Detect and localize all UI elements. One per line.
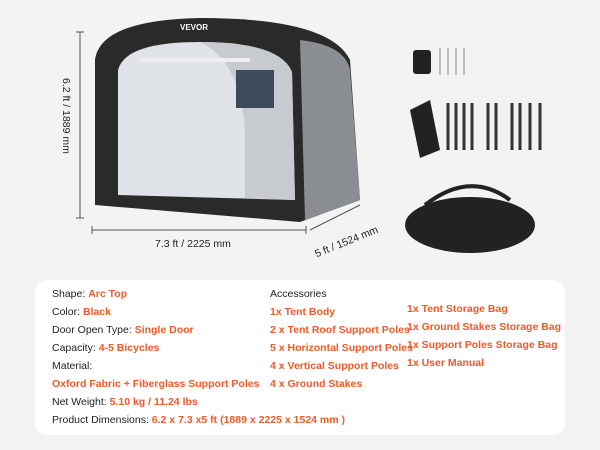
spec-value: Single Door bbox=[134, 324, 194, 336]
spec-item: Net Weight: 5.10 kg / 11.24 lbs bbox=[52, 396, 198, 408]
spec-label: Shape: bbox=[52, 288, 89, 300]
spec-value: Arc Top bbox=[88, 288, 128, 300]
accessory-item: 1x Support Poles Storage Bag bbox=[407, 339, 558, 351]
spec-label: Net Weight: bbox=[52, 396, 110, 408]
spec-label: Capacity: bbox=[52, 342, 99, 354]
spec-value: Oxford Fabric + Fiberglass Support Poles bbox=[52, 378, 260, 390]
spec-value: 5.10 kg / 11.24 lbs bbox=[109, 396, 198, 408]
spec-item: Capacity: 4-5 Bicycles bbox=[52, 342, 159, 354]
spec-item: Product Dimensions: 6.2 x 7.3 x5 ft (188… bbox=[52, 414, 345, 426]
accessory-item: 4 x Ground Stakes bbox=[270, 378, 363, 390]
spec-item: Material: bbox=[52, 360, 92, 372]
width-dimension: 7.3 ft / 2225 mm bbox=[155, 238, 231, 250]
height-dimension: 6.2 ft / 1889 mm bbox=[60, 78, 72, 154]
brand-logo: VEVOR bbox=[180, 23, 208, 32]
accessory-item: 2 x Tent Roof Support Poles bbox=[270, 324, 410, 336]
dimension-lines bbox=[76, 31, 361, 234]
accessory-item: 1x Ground Stakes Storage Bag bbox=[407, 321, 562, 333]
accessory-item: 1x User Manual bbox=[407, 357, 485, 369]
accessory-item: 1x Tent Body bbox=[270, 306, 336, 318]
spec-value: 4-5 Bicycles bbox=[98, 342, 160, 354]
spec-item: Shape: Arc Top bbox=[52, 288, 127, 300]
spec-label: Color: bbox=[52, 306, 83, 318]
product-illustration: VEVOR bbox=[76, 18, 542, 253]
accessories-image bbox=[405, 48, 542, 253]
tent-image: VEVOR bbox=[95, 18, 360, 222]
accessory-item: 4 x Vertical Support Poles bbox=[270, 360, 399, 372]
accessory-item: 1x Tent Storage Bag bbox=[407, 303, 508, 315]
accessory-item: 5 x Horizontal Support Poles bbox=[270, 342, 413, 354]
spec-value: Black bbox=[82, 306, 111, 318]
spec-label: Material: bbox=[52, 360, 93, 372]
spec-label: Product Dimensions: bbox=[52, 414, 152, 426]
accessories-title: Accessories bbox=[270, 288, 327, 300]
spec-item: Color: Black bbox=[52, 306, 111, 318]
spec-value: 6.2 x 7.3 x5 ft (1889 x 2225 x 1524 mm ) bbox=[151, 414, 346, 426]
spec-label: Door Open Type: bbox=[52, 324, 135, 336]
spec-item: Oxford Fabric + Fiberglass Support Poles bbox=[52, 378, 259, 390]
spec-item: Door Open Type: Single Door bbox=[52, 324, 194, 336]
